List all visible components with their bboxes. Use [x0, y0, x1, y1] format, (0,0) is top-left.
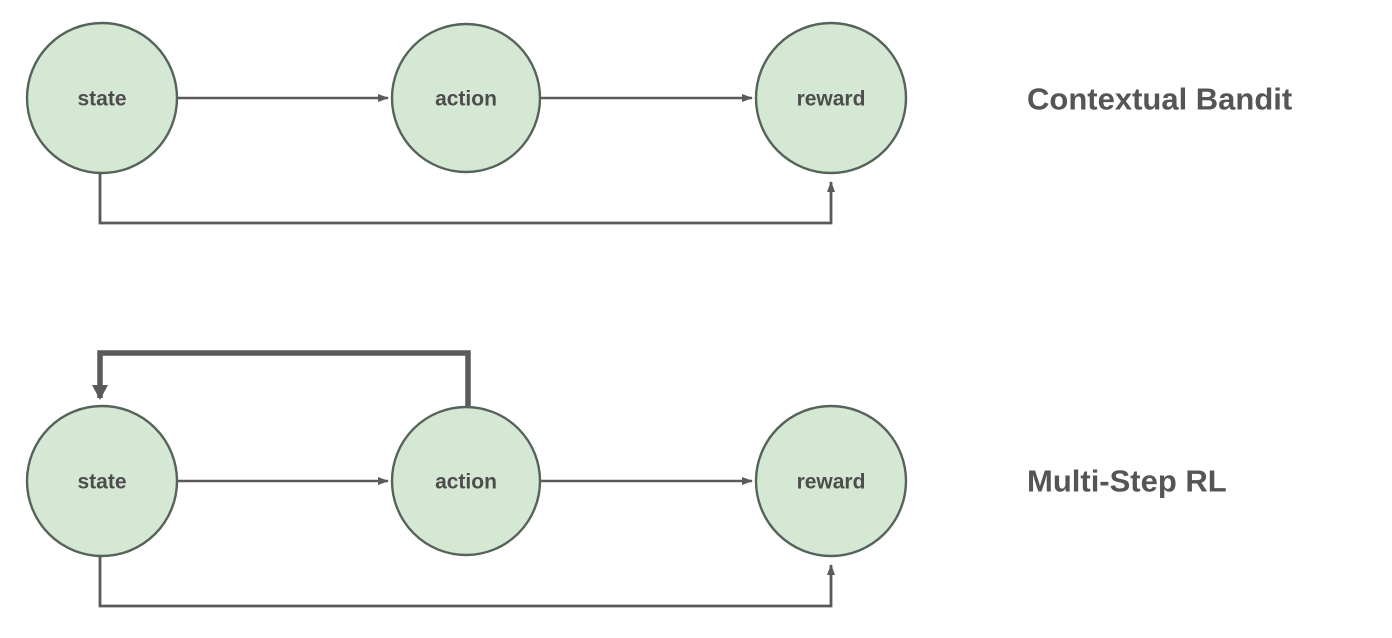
- node-reward-top[interactable]: reward: [754, 21, 908, 175]
- node-circle[interactable]: [390, 405, 542, 557]
- diagram-multi-step-rl: state action reward Multi-Step RL: [25, 350, 1227, 608]
- node-state-bottom[interactable]: state: [25, 404, 179, 558]
- node-circle[interactable]: [754, 21, 908, 175]
- node-action-bottom[interactable]: action: [390, 405, 542, 557]
- node-circle[interactable]: [754, 404, 908, 558]
- node-reward-bottom[interactable]: reward: [754, 404, 908, 558]
- node-action-top[interactable]: action: [390, 22, 542, 174]
- node-circle[interactable]: [390, 22, 542, 174]
- edge-state-to-reward-feedback-bottom: [98, 555, 835, 608]
- edge-action-to-state-feedback-bottom: [92, 350, 471, 406]
- node-state-top[interactable]: state: [25, 21, 179, 175]
- edge-state-to-reward-feedback-top: [98, 172, 835, 225]
- node-circle[interactable]: [25, 21, 179, 175]
- diagram-title-contextual-bandit: Contextual Bandit: [1027, 82, 1292, 117]
- feedback-loop-path: [98, 172, 835, 225]
- node-circle[interactable]: [25, 404, 179, 558]
- feedback-loop-path: [98, 555, 835, 608]
- diagram-title-multi-step-rl: Multi-Step RL: [1027, 464, 1227, 499]
- feedback-loop-path: [92, 350, 471, 406]
